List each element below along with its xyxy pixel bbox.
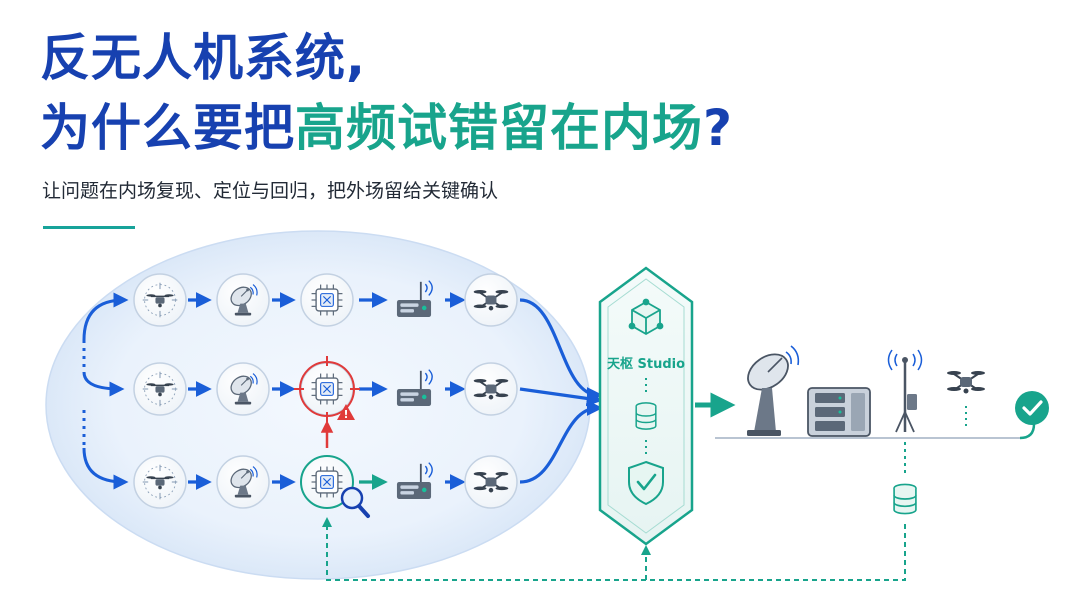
title-suffix: ? <box>703 99 734 157</box>
warning-icon <box>337 404 355 420</box>
fault-target: ! <box>294 356 360 422</box>
pipeline-node-1-1 <box>133 273 187 327</box>
title-line-1: 反无人机系统, <box>40 29 366 87</box>
title-prefix: 为什么要把 <box>40 99 295 157</box>
accent-bar <box>43 226 135 229</box>
loop-connectors <box>82 292 129 490</box>
merge-arrows <box>519 298 603 484</box>
studio-label: 天枢 Studio <box>607 356 685 372</box>
check-circle-icon <box>1015 391 1049 425</box>
radar-dish-icon <box>747 345 800 436</box>
magnifier-icon <box>340 486 370 518</box>
pipeline-node-3-2 <box>216 455 270 509</box>
feedback-loop <box>322 517 906 581</box>
field-section <box>715 345 1049 515</box>
title-line-2: 为什么要把高频试错留在内场? <box>40 98 733 158</box>
subtitle: 让问题在内场复现、定位与回归，把外场留给关键确认 <box>42 180 499 202</box>
server-rack-icon <box>807 387 871 437</box>
database-icon <box>635 402 657 430</box>
cube-network-icon <box>628 298 664 336</box>
warning-mark: ! <box>343 408 348 421</box>
pipeline-node-3-5 <box>464 455 518 509</box>
pipeline-node-1-2 <box>216 273 270 327</box>
field-database-icon <box>893 483 917 515</box>
pipeline-node-2-1 <box>133 362 187 416</box>
quadcopter-icon <box>945 369 987 395</box>
pipeline-node-3-1 <box>133 455 187 509</box>
title-highlight: 高频试错留在内场 <box>295 99 703 157</box>
pipeline-node-2-5 <box>464 362 518 416</box>
shield-check-icon <box>628 460 664 506</box>
pipeline-node-1-3 <box>300 273 354 327</box>
pipeline-node-2-2 <box>216 362 270 416</box>
row-arrows <box>188 292 466 490</box>
antenna-tower-icon <box>887 349 923 433</box>
inspection-target <box>300 455 370 518</box>
studio-panel: 天枢 Studio <box>598 266 694 546</box>
pipeline-node-1-5 <box>464 273 518 327</box>
